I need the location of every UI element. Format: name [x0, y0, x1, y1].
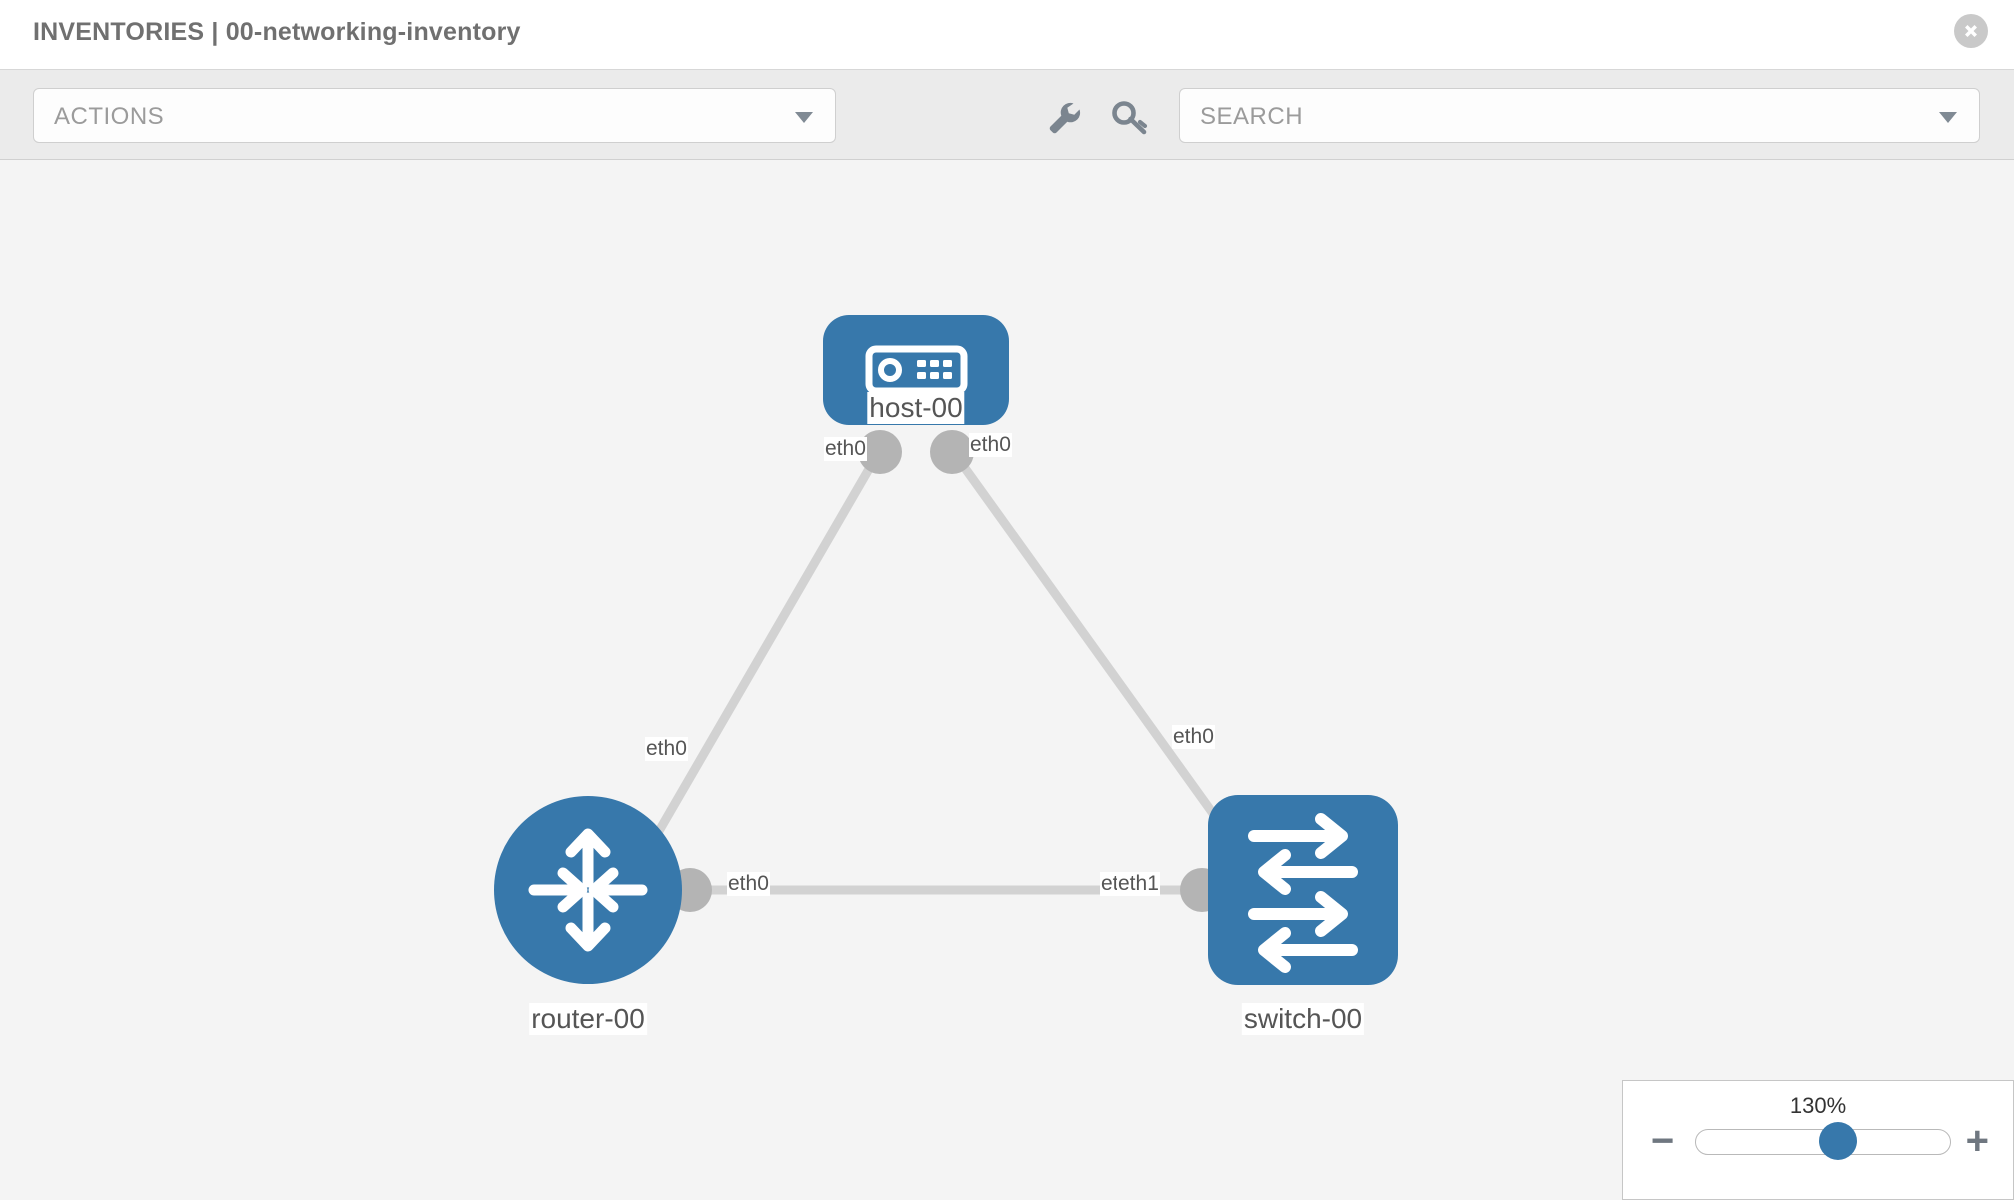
- router-arrows-icon: [528, 828, 648, 952]
- key-icon[interactable]: [1109, 96, 1151, 138]
- iface-label-router00-eth0-up: eth0: [645, 737, 688, 761]
- topology-canvas[interactable]: host-00 router-00 switch-00 eth0 eth0 et…: [0, 160, 2014, 1200]
- topology-graph: [494, 315, 1398, 985]
- actions-dropdown[interactable]: ACTIONS: [33, 88, 836, 143]
- zoom-in-button[interactable]: +: [1965, 1119, 1989, 1163]
- link-host00-switch00[interactable]: [948, 447, 1236, 843]
- node-label-router-00: router-00: [529, 1003, 647, 1035]
- link-host00-router00[interactable]: [644, 447, 884, 853]
- node-switch-00[interactable]: [1208, 795, 1398, 985]
- port-host00-eth0-right[interactable]: [930, 430, 974, 474]
- toolbar: ACTIONS SEARCH: [0, 70, 2014, 160]
- zoom-level-value: 130%: [1789, 1093, 1847, 1118]
- node-label-switch-00: switch-00: [1241, 1003, 1365, 1035]
- chevron-down-icon[interactable]: [1939, 112, 1957, 123]
- iface-label-router00-eth0-mid: eth0: [727, 872, 770, 896]
- iface-label-host00-eth0-left: eth0: [824, 437, 867, 461]
- port-host00-eth0-left[interactable]: [858, 430, 902, 474]
- iface-label-switch00-eth1-mid: eth1: [1117, 872, 1160, 896]
- zoom-out-button[interactable]: −: [1651, 1119, 1675, 1163]
- actions-dropdown-label: ACTIONS: [54, 103, 165, 130]
- search-placeholder: SEARCH: [1200, 103, 1304, 130]
- node-label-host-00: host-00: [867, 392, 965, 424]
- node-router-00[interactable]: [494, 796, 682, 984]
- wrench-icon[interactable]: [1042, 96, 1084, 138]
- search-input[interactable]: SEARCH: [1179, 88, 1980, 143]
- page-title: INVENTORIES | 00-networking-inventory: [33, 18, 521, 46]
- server-appliance-icon: [865, 345, 968, 395]
- zoom-slider-thumb[interactable]: [1819, 1122, 1858, 1160]
- iface-label-switch00-eth0-up: eth0: [1172, 725, 1215, 749]
- chevron-down-icon: [795, 112, 813, 123]
- iface-label-host00-eth0-right: eth0: [969, 433, 1012, 457]
- zoom-control-panel: 130% − +: [1622, 1080, 2014, 1200]
- close-icon[interactable]: [1954, 14, 1988, 48]
- page-header: INVENTORIES | 00-networking-inventory: [0, 0, 2014, 70]
- switch-arrows-icon: [1248, 813, 1358, 973]
